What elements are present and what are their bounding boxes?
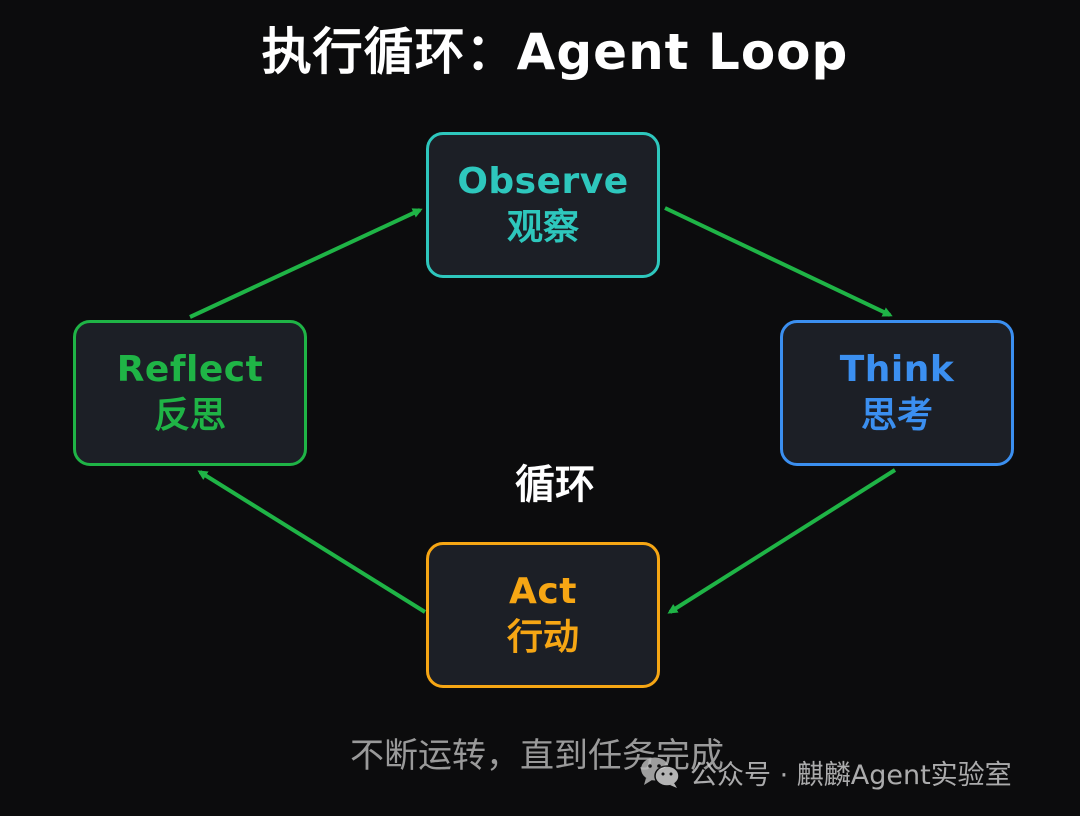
center-label: 循环 (515, 462, 595, 508)
arrow-observe-to-think (664, 206, 893, 317)
node-think-zh: 思考 (860, 395, 933, 436)
page-title: 执行循环：Agent Loop (261, 23, 849, 81)
node-observe-en: Observe (457, 161, 629, 202)
node-reflect-zh: 反思 (153, 395, 226, 436)
arrow-reflect-to-observe (189, 208, 423, 319)
node-reflect: Reflect 反思 (73, 320, 307, 466)
node-think-en: Think (839, 349, 955, 390)
node-reflect-en: Reflect (116, 349, 264, 390)
arrow-act-to-reflect (197, 470, 427, 614)
node-act: Act 行动 (426, 542, 660, 688)
node-act-en: Act (509, 571, 577, 612)
node-think: Think 思考 (780, 320, 1014, 466)
watermark-text: 公众号 · 麒麟Agent实验室 (690, 759, 1012, 791)
watermark: 公众号 · 麒麟Agent实验室 (640, 752, 1012, 792)
wechat-icon (641, 757, 680, 788)
node-observe: Observe 观察 (426, 132, 660, 278)
node-act-zh: 行动 (506, 617, 579, 658)
arrow-think-to-act (667, 468, 897, 614)
node-observe-zh: 观察 (506, 207, 579, 248)
